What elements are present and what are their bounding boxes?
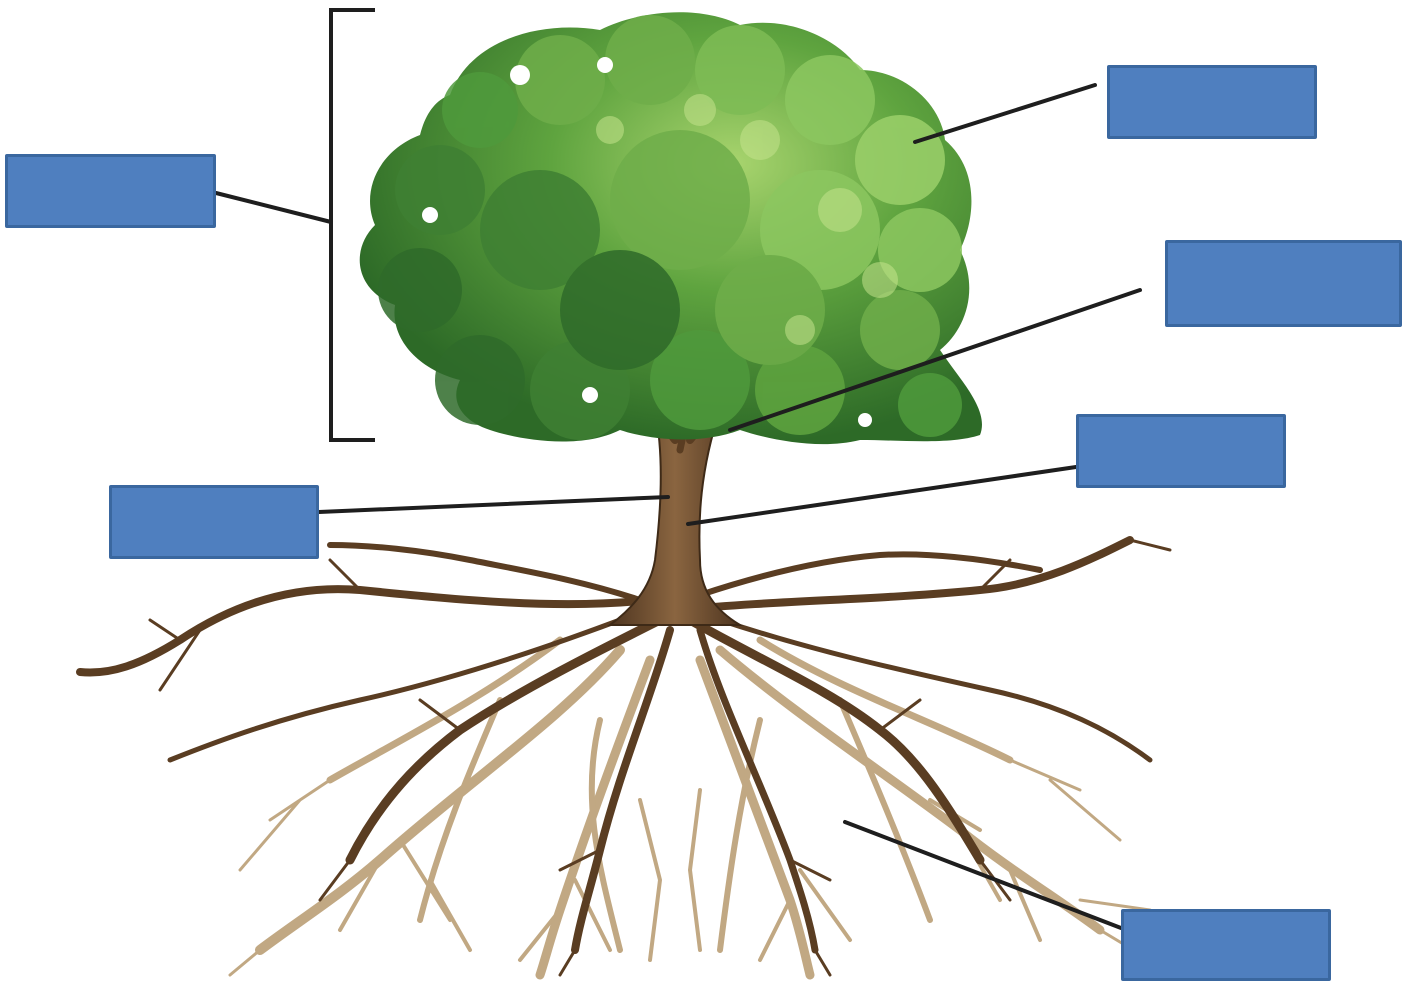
crown-bracket (331, 10, 375, 440)
label-box-roots[interactable] (1121, 909, 1331, 981)
label-box-leaf[interactable] (1107, 65, 1317, 139)
tree-crown (360, 12, 982, 444)
leader-line-leaf (915, 85, 1095, 142)
leader-line-bark (688, 467, 1076, 524)
label-box-bark[interactable] (1076, 414, 1286, 488)
label-box-trunk[interactable] (109, 485, 319, 559)
leader-line-crown (216, 193, 331, 222)
leader-line-trunk (319, 497, 668, 512)
fine-roots (230, 640, 1150, 975)
leader-line-roots (845, 822, 1121, 928)
label-box-branch[interactable] (1165, 240, 1402, 327)
label-box-crown[interactable] (5, 154, 216, 228)
